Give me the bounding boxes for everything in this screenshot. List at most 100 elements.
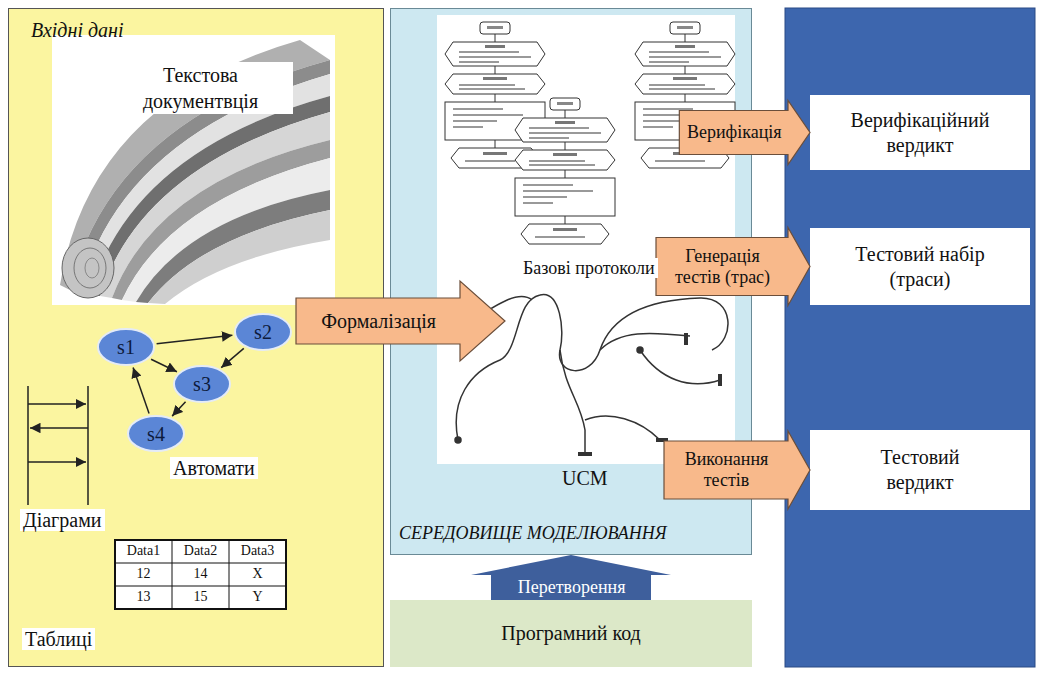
ucm-picture-part [470, 296, 532, 322]
doc-label: Текстова документвція [108, 62, 293, 114]
diagram-label: Діаграми [20, 509, 105, 531]
sequence-sketch-part [28, 461, 86, 463]
table-label: Таблиці [22, 628, 95, 650]
ucm-picture-part [585, 416, 660, 440]
table-cell-box: 12 [115, 563, 172, 586]
sequence-sketch [28, 386, 88, 505]
ucm-label-box: UCM [562, 467, 608, 490]
table-cell: Data1 [127, 543, 160, 559]
arrow-label-box: Перетворення [517, 577, 626, 598]
arrow-label-box: Формалізація [321, 310, 437, 333]
input-ground [8, 8, 384, 667]
state-shape [98, 329, 154, 365]
sequence-sketch-part [30, 427, 88, 429]
block-arrow [679, 101, 810, 165]
table-cell: 13 [137, 589, 151, 605]
table-cell-box: 14 [172, 563, 229, 586]
block-arrow [471, 555, 671, 600]
state-label: s1 [117, 337, 135, 357]
table-cell-box: Data3 [229, 540, 286, 563]
table-cell-box: X [229, 563, 286, 586]
ucm-picture-part [560, 350, 585, 452]
table-grid-part [115, 586, 286, 587]
arrow-label: Верифікація [687, 122, 782, 143]
protocol-figure [445, 22, 545, 168]
ucm-label: UCM [562, 467, 608, 489]
sequence-sketch-part [87, 386, 89, 505]
transition-arrow [157, 335, 233, 343]
results-panel [785, 8, 1035, 667]
newspaper-picture-part [136, 190, 330, 303]
ucm-picture-part [467, 319, 473, 325]
ucm-picture-part [718, 374, 722, 386]
state-ellipse: s1 [97, 328, 155, 366]
table-grid [115, 540, 286, 609]
ucm-picture-part [455, 437, 461, 443]
transition-arrow [221, 348, 244, 367]
state-shape [174, 366, 230, 402]
ucm-picture-part [640, 350, 720, 384]
newspaper-picture-part [52, 35, 335, 305]
state-ellipse: s3 [173, 365, 231, 403]
protocols-label: Базові протоколи [520, 258, 658, 278]
table-cell-box: 13 [115, 586, 172, 609]
result-text: Тестовий вердикт [845, 445, 995, 495]
newspaper-picture-part [62, 238, 114, 298]
table-cell: X [252, 566, 262, 582]
transition-arrow [151, 359, 177, 372]
table-label-box: Таблиці [22, 628, 95, 651]
table-grid-part [115, 540, 286, 609]
result-text: Верифікаційний вердикт [845, 108, 995, 158]
panel-title: Вхідні дані [31, 19, 383, 42]
arrow-label-box: Генерація тестів (трас) [663, 246, 782, 287]
newspaper-picture-part [85, 258, 99, 278]
table-cell: Y [252, 589, 262, 605]
protocol-figure [635, 22, 735, 168]
arrow-label-box: Виконання тестів [671, 449, 782, 490]
state-shape [235, 314, 291, 350]
transition-arrow [133, 367, 149, 413]
ucm-picture-part [637, 347, 643, 353]
arrow-label: Генерація тестів (трас) [664, 246, 782, 287]
arrow-label: Виконання тестів [672, 449, 782, 490]
ucm-picture-part [684, 333, 688, 345]
arrow-label: Перетворення [518, 577, 626, 598]
ucm-picture [455, 295, 728, 456]
table-cell-box: Y [229, 586, 286, 609]
ucm-picture-part [600, 333, 690, 350]
state-label: s2 [254, 322, 272, 342]
model-sheet [437, 15, 735, 464]
table-cell: Data3 [241, 543, 274, 559]
state-label: s3 [193, 374, 211, 394]
code-text: Програмний код [501, 622, 641, 645]
table-cell-box: 15 [172, 586, 229, 609]
block-arrow [296, 281, 505, 361]
table-cell-box: Data1 [115, 540, 172, 563]
sequence-sketch-part [28, 403, 86, 405]
result-box: Верифікаційний вердикт [810, 95, 1030, 170]
newspaper-picture-part [74, 248, 106, 288]
table-grid-part [172, 540, 173, 609]
table-grid-part [229, 540, 230, 609]
table-cell-box: Data2 [172, 540, 229, 563]
ucm-picture-part [456, 295, 728, 440]
newspaper-picture-part [148, 210, 330, 304]
table-cell: 14 [194, 566, 208, 582]
state-shape [128, 416, 184, 451]
arrow-label: Формалізація [321, 310, 436, 333]
result-text: Тестовий набір (траси) [845, 242, 995, 292]
transition-arrow [172, 402, 185, 416]
automata-label: Автомати [170, 457, 258, 479]
diagram-label-box: Діаграми [20, 509, 105, 532]
automata-label-box: Автомати [170, 457, 258, 480]
newspaper-picture [52, 35, 335, 305]
state-ellipse: s2 [234, 313, 292, 351]
result-box: Тестовий вердикт [810, 430, 1030, 510]
state-label: s4 [147, 424, 165, 444]
table-cell: 15 [194, 589, 208, 605]
state-ellipse: s4 [127, 415, 185, 452]
result-box: Тестовий набір (траси) [810, 228, 1030, 305]
protocol-figure [515, 98, 615, 244]
doc-label-box: Текстова документвція [108, 62, 293, 114]
